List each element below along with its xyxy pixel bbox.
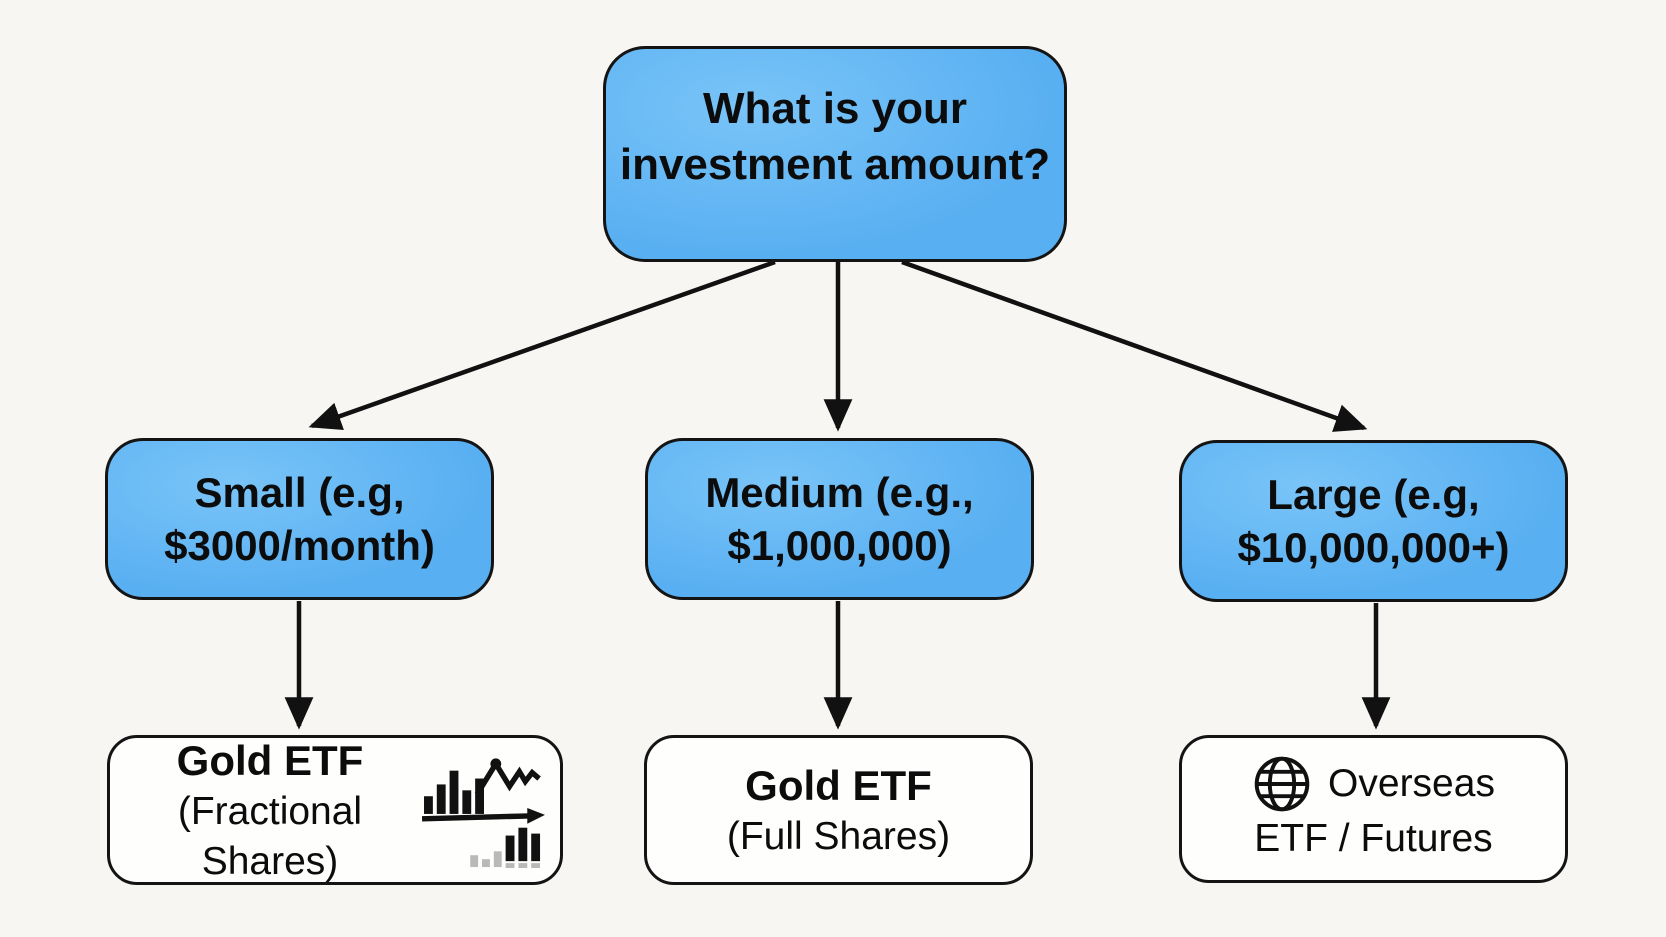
branch-node-medium: Medium (e.g., $1,000,000)	[645, 438, 1034, 600]
branch-node-large: Large (e.g, $10,000,000+)	[1179, 440, 1568, 602]
branch-medium-line2: $1,000,000)	[727, 522, 952, 569]
arrow-root-to-large	[901, 259, 1368, 432]
branch-small-line1: Small (e.g,	[194, 468, 405, 516]
globe-icon	[1254, 756, 1310, 812]
outcome-node-large: Overseas ETF / Futures	[1179, 735, 1568, 883]
arrow-root-to-small	[308, 259, 776, 430]
outcome-small-line2: (Fractional Shares)	[177, 790, 363, 883]
outcome-large-line2: ETF / Futures	[1254, 817, 1493, 861]
branch-node-small: Small (e.g, $3000/month)	[105, 438, 494, 600]
bar-chart-trend-icon	[421, 758, 545, 869]
branch-large-line2: $10,000,000+)	[1237, 524, 1510, 571]
root-question-line2: investment amount?	[619, 139, 1051, 189]
outcome-large-row1: Overseas	[1252, 754, 1495, 814]
outcome-node-medium: Gold ETF (Full Shares)	[644, 735, 1033, 885]
root-question-node: What is your investment amount?	[603, 46, 1067, 262]
outcome-large-line1: Overseas	[1328, 762, 1495, 806]
outcome-medium-line1: Gold ETF	[745, 761, 932, 809]
outcome-small-text: Gold ETF (Fractional Shares)	[124, 734, 416, 886]
branch-small-line2: $3000/month)	[164, 522, 435, 569]
outcome-medium-line2: (Full Shares)	[726, 814, 951, 858]
branch-large-line1: Large (e.g,	[1267, 470, 1480, 518]
outcome-small-line1: Gold ETF	[176, 736, 364, 784]
outcome-node-small: Gold ETF (Fractional Shares)	[107, 735, 563, 885]
root-question-line1: What is your	[702, 84, 968, 133]
branch-medium-line1: Medium (e.g.,	[705, 468, 974, 516]
